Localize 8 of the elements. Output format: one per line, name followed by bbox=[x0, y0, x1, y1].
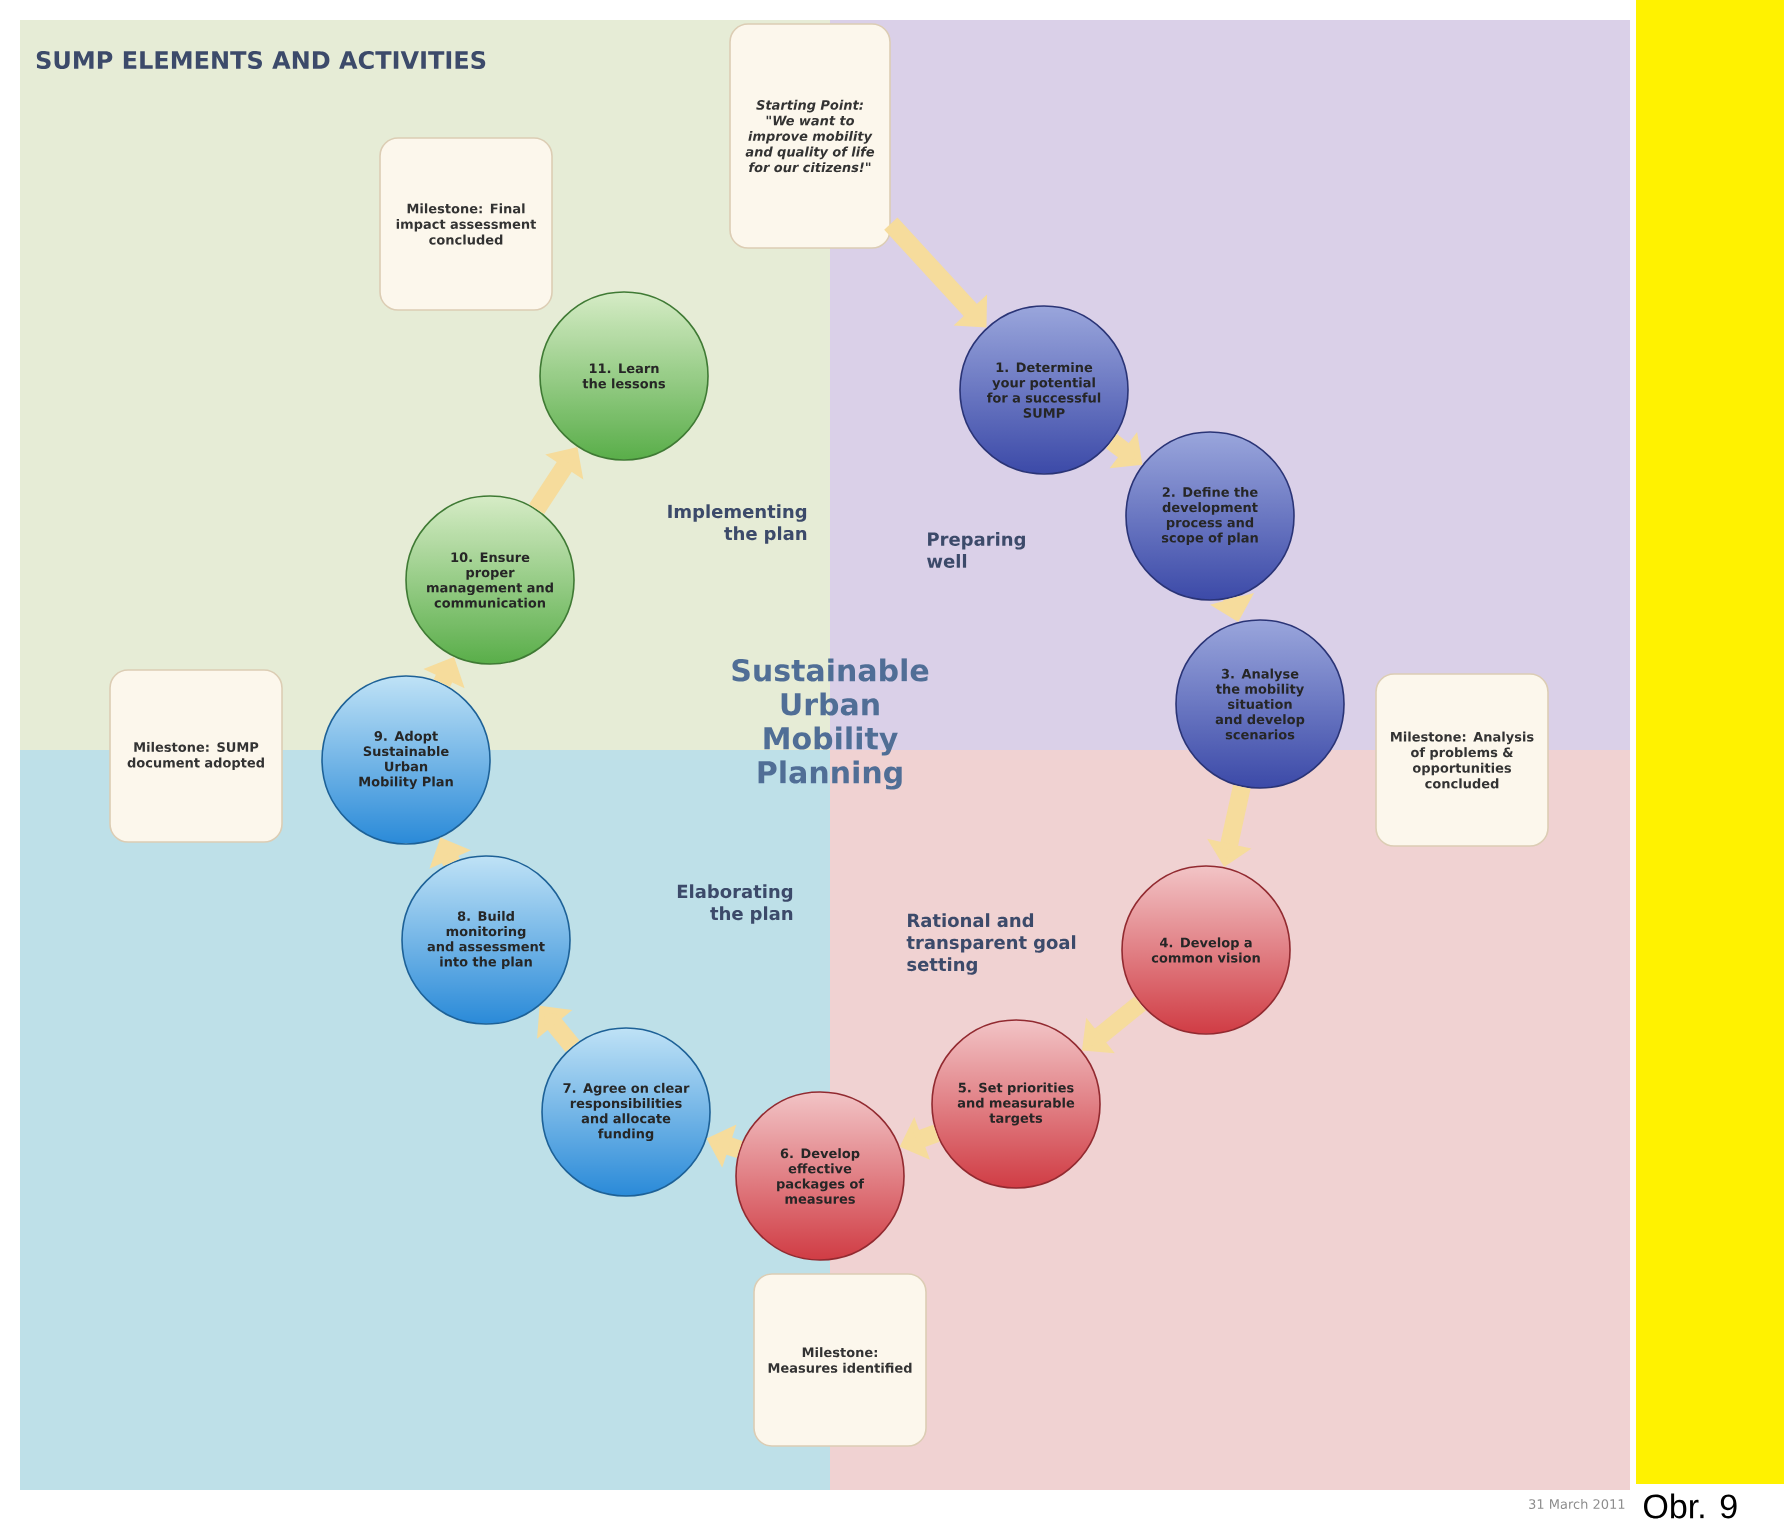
title: SUMP ELEMENTS AND ACTIVITIES bbox=[36, 50, 486, 70]
centre-title: Sustainable Urban Mobility Planning bbox=[732, 658, 929, 790]
figure-number: Obr. 9 bbox=[1644, 1493, 1737, 1519]
phase-label: Elaborating the plan bbox=[677, 884, 793, 924]
phase-label: Implementing the plan bbox=[668, 504, 807, 544]
phase-label: Rational and transparent goal setting bbox=[906, 913, 1076, 975]
arrow bbox=[884, 217, 988, 328]
phase-label: Preparing well bbox=[927, 532, 1025, 568]
